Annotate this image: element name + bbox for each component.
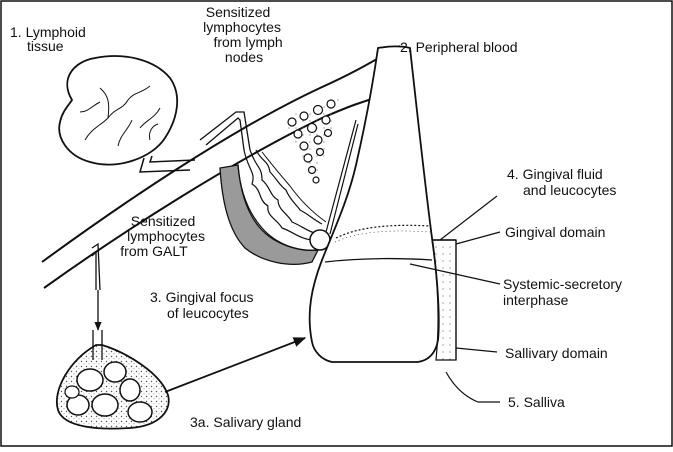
lymphoid-tissue-organ bbox=[59, 56, 195, 172]
label-gingival-fluid: 4. Gingival fluid and leucocytes bbox=[507, 166, 616, 198]
label-gingival-domain: Gingival domain bbox=[505, 224, 605, 240]
label-saliva: 5. Salliva bbox=[508, 394, 565, 410]
label-salivary-domain: Sallivary domain bbox=[505, 345, 608, 361]
label-sensitized-lymph-nodes: Sensitized lymphocytes from lymph nodes bbox=[203, 4, 286, 65]
label-peripheral-blood: 2. Peripheral blood bbox=[400, 39, 518, 55]
leucocyte-cluster bbox=[282, 98, 340, 186]
salivary-gland-organ bbox=[57, 345, 169, 429]
label-systemic-secretory: Systemic-secretory interphase bbox=[503, 276, 626, 308]
label-gingival-focus: 3. Gingival focus of leucocytes bbox=[150, 289, 257, 321]
label-sensitized-galt: Sensitized lymphocytes from GALT bbox=[120, 213, 209, 259]
saliva-flow-arrow bbox=[165, 338, 305, 392]
label-lymphoid-tissue: 1. Lymphoid tissue bbox=[10, 24, 90, 54]
label-salivary-gland: 3a. Salivary gland bbox=[190, 414, 301, 430]
tooth bbox=[310, 47, 456, 363]
